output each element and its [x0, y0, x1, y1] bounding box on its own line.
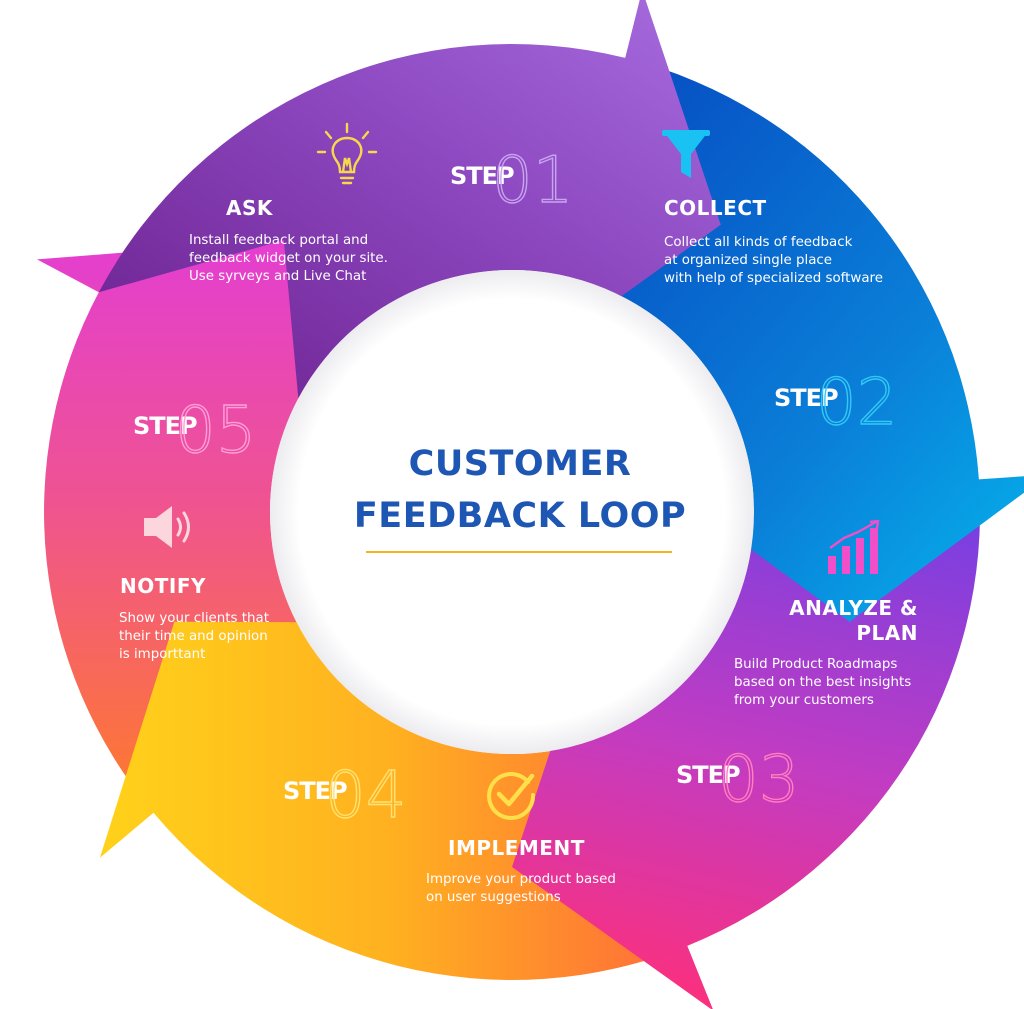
- step-1-number: 01: [492, 144, 573, 218]
- step-3-label: STEP: [676, 761, 740, 789]
- bar-chart-icon: [826, 519, 888, 576]
- lightbulb-icon: [314, 122, 380, 192]
- step-2-number: 02: [816, 366, 897, 440]
- step-4-description: Improve your product based on user sugge…: [426, 872, 616, 905]
- step-2-heading: COLLECT: [664, 196, 767, 220]
- step-4-heading: IMPLEMENT: [448, 836, 585, 860]
- step-5-label: STEP: [133, 412, 197, 440]
- step-2-arrow-segment: [570, 57, 1024, 622]
- step-4-number: 04: [325, 759, 406, 833]
- step-3-description: Build Product Roadmaps based on the best…: [734, 657, 912, 708]
- step-3-number: 03: [718, 743, 799, 817]
- step-1-heading: ASK: [226, 196, 273, 220]
- funnel-icon: [660, 128, 712, 184]
- checkmark-circle-icon: [482, 766, 540, 824]
- step-2-label: STEP: [774, 384, 838, 412]
- step-4-label: STEP: [283, 777, 347, 805]
- step-3-heading: ANALYZE & PLAN: [789, 596, 918, 645]
- step-1-description: Install feedback portal and feedback wid…: [189, 233, 388, 284]
- step-1-label: STEP: [450, 162, 514, 190]
- step-5-number: 05: [175, 394, 256, 468]
- center-hole: [270, 270, 754, 754]
- center-title: CUSTOMER FEEDBACK LOOP: [353, 444, 687, 536]
- step-2-description: Collect all kinds of feedback at organiz…: [664, 235, 884, 286]
- step-5-description: Show your clients that their time and op…: [119, 611, 269, 662]
- speaker-icon: [142, 504, 200, 550]
- step-5-heading: NOTIFY: [120, 574, 206, 598]
- step-4-arrow-segment: [99, 621, 688, 980]
- title-underline: [366, 551, 672, 553]
- step-3-arrow-segment: [512, 479, 981, 1009]
- step-5-arrow-segment: [37, 240, 361, 813]
